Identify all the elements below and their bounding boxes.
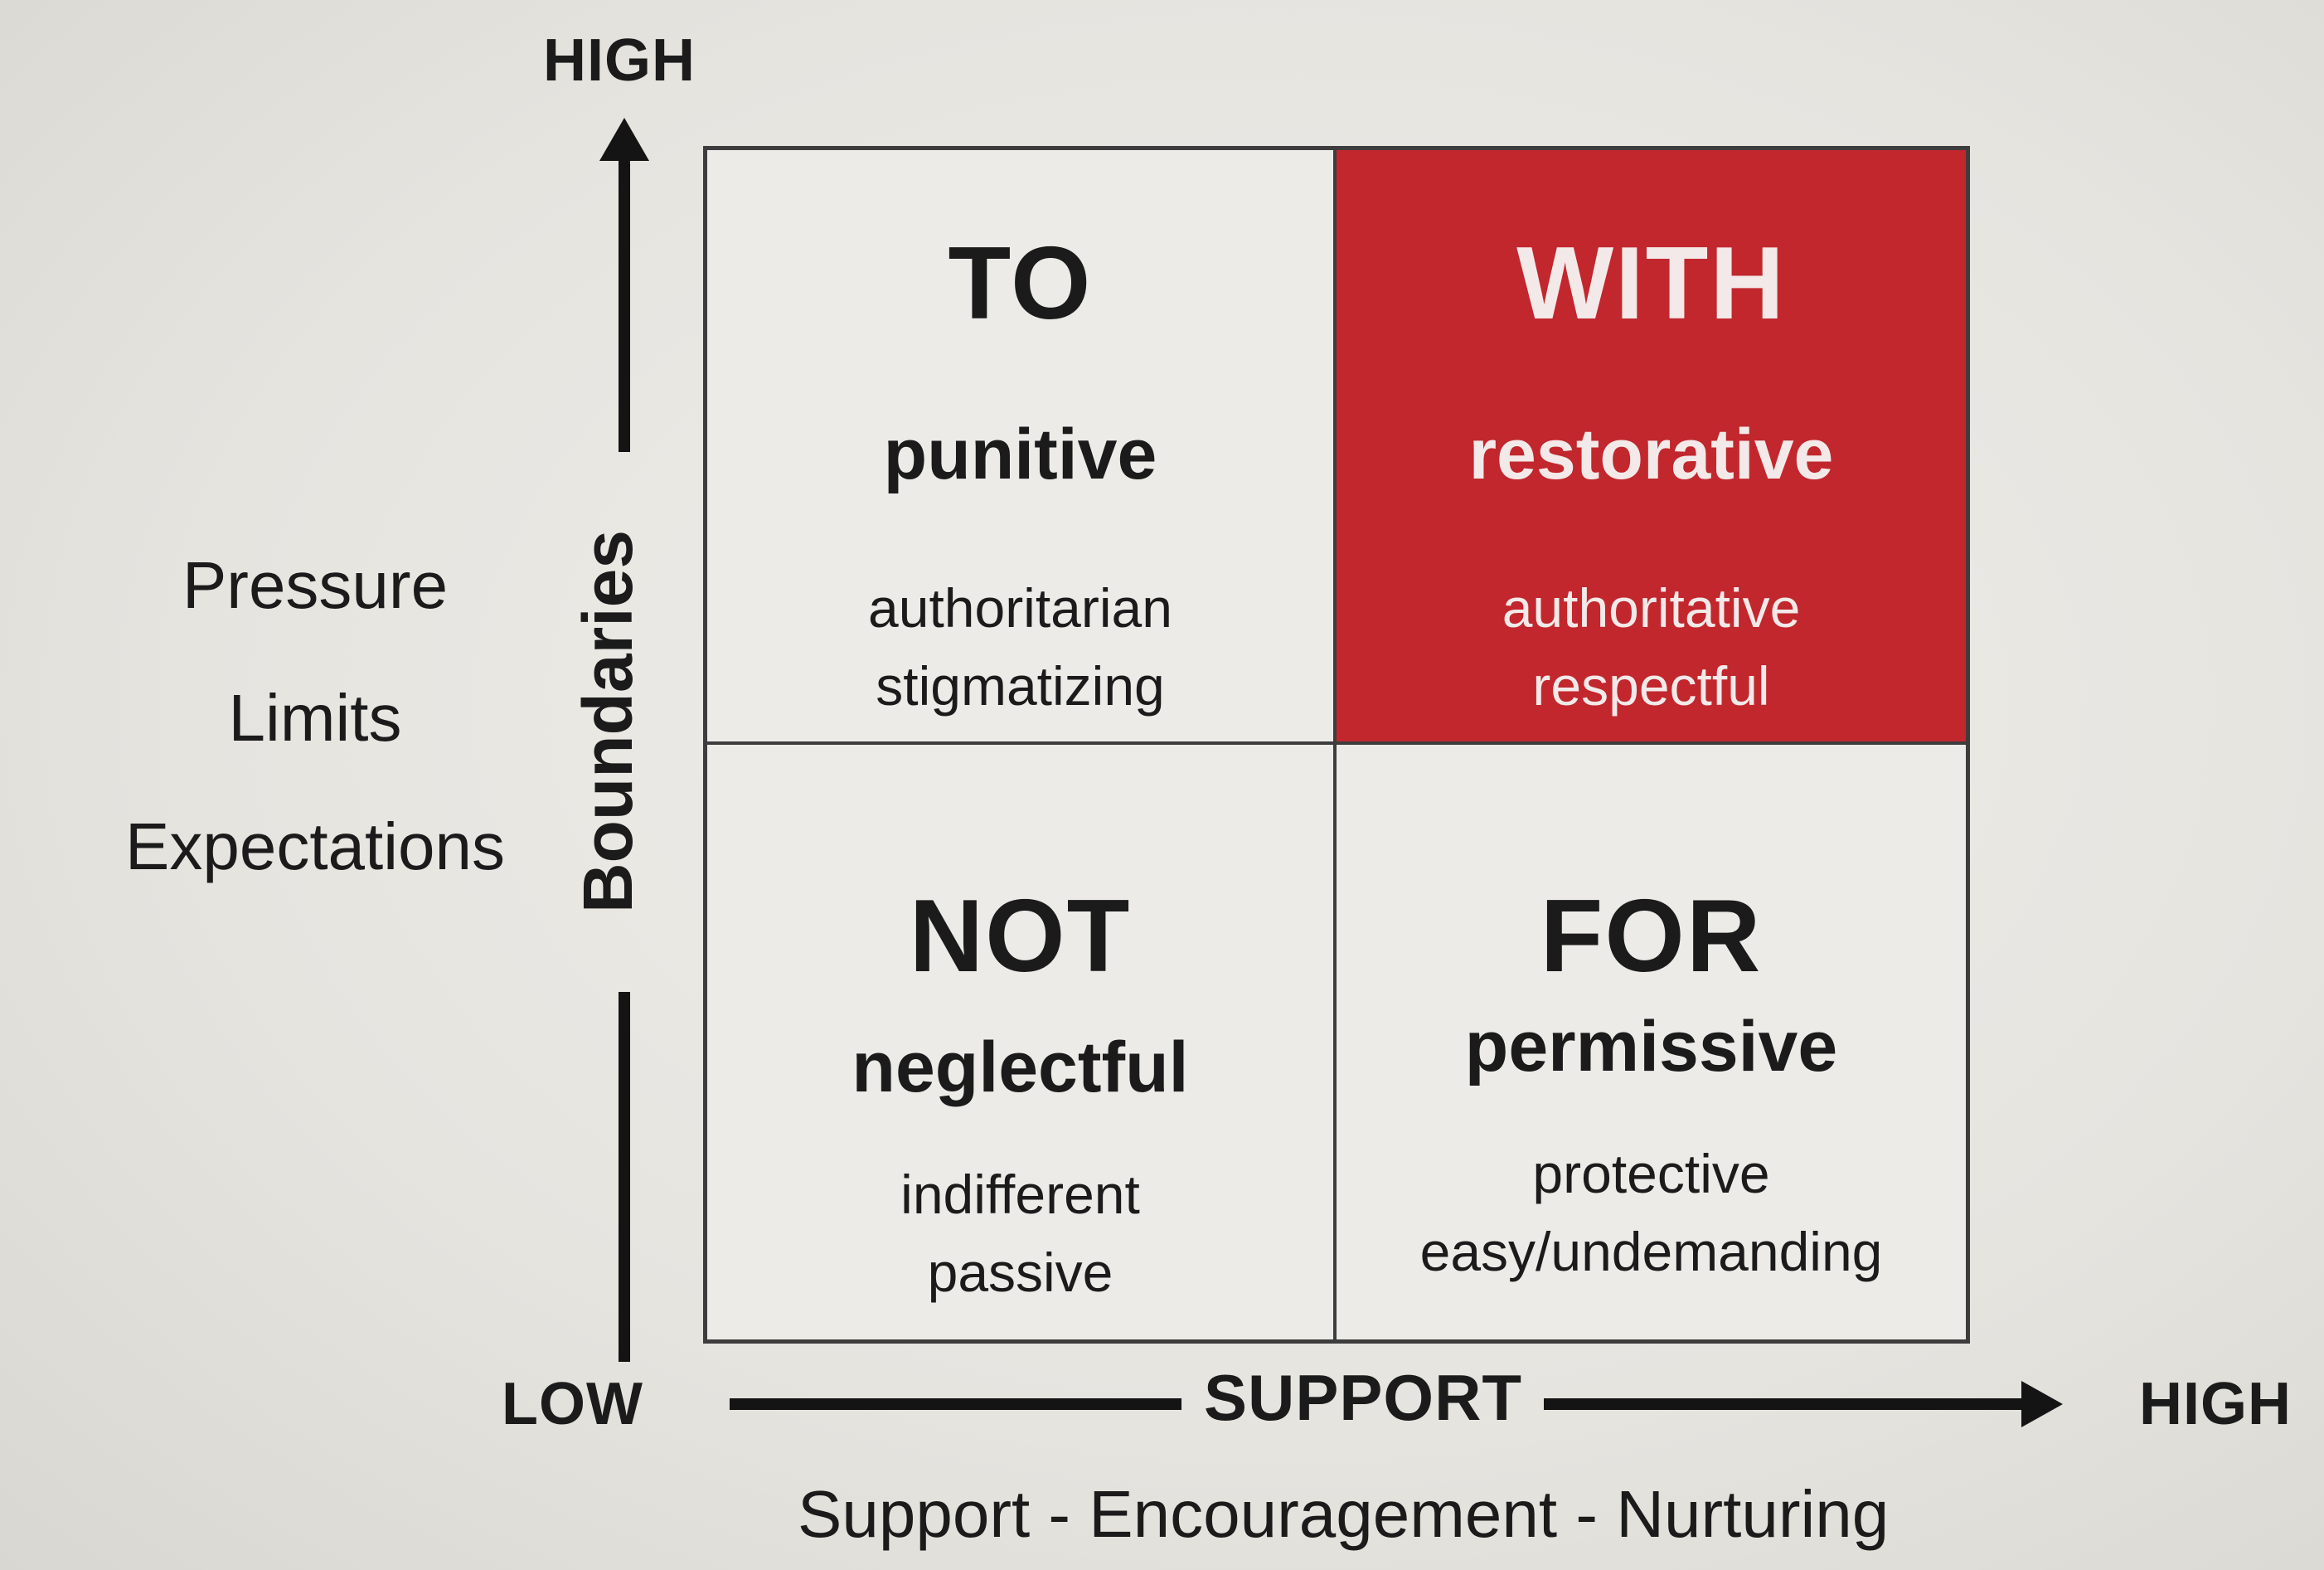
horizontal-axis-arrowhead	[2021, 1381, 2063, 1427]
vertical-axis-line-upper	[619, 158, 630, 452]
vertical-axis-high-label: HIGH	[543, 27, 696, 94]
horizontal-axis-name: SUPPORT	[1204, 1361, 1523, 1434]
quadrant-with: WITH restorative authoritative respectfu…	[1337, 150, 1966, 745]
quadrant-descriptor: authoritative	[1502, 577, 1801, 639]
horizontal-axis-low-label: LOW	[502, 1371, 643, 1437]
quadrant-for: FOR permissive protective easy/undemandi…	[1337, 745, 1966, 1339]
quadrant-to: TO punitive authoritarian stigmatizing	[707, 150, 1337, 745]
quadrant-descriptor: stigmatizing	[876, 655, 1165, 717]
quadrant-heading: WITH	[1516, 226, 1786, 341]
quadrant-descriptor: easy/undemanding	[1419, 1221, 1883, 1282]
quadrant-grid: TO punitive authoritarian stigmatizing W…	[703, 146, 1970, 1344]
quadrant-heading: FOR	[1540, 879, 1763, 994]
quadrant-descriptor: indifferent	[900, 1164, 1140, 1225]
quadrant-type: restorative	[1468, 415, 1834, 494]
quadrant-type: permissive	[1464, 1007, 1838, 1086]
quadrant-descriptors: authoritative respectful	[1337, 569, 1966, 725]
quadrant-heading: TO	[948, 226, 1093, 341]
quadrant-descriptors: protective easy/undemanding	[1337, 1135, 1966, 1291]
horizontal-axis-line-right	[1544, 1398, 2025, 1410]
quadrant-heading: NOT	[909, 879, 1132, 994]
vertical-axis-name: Boundaries	[569, 529, 647, 914]
horizontal-axis-descriptor: Support - Encouragement - Nurturing	[798, 1477, 1890, 1551]
quadrant-type: punitive	[883, 415, 1157, 494]
quadrant-descriptors: indifferent passive	[707, 1155, 1333, 1311]
vertical-descriptor-limits: Limits	[228, 681, 402, 755]
horizontal-axis-line-left	[730, 1398, 1181, 1410]
vertical-descriptor-pressure: Pressure	[182, 548, 449, 622]
quadrant-descriptors: authoritarian stigmatizing	[707, 569, 1333, 725]
vertical-axis-line-lower	[619, 992, 630, 1362]
quadrant-not: NOT neglectful indifferent passive	[707, 745, 1337, 1339]
vertical-axis-arrowhead	[599, 118, 649, 161]
quadrant-descriptor: respectful	[1532, 655, 1770, 717]
horizontal-axis-high-label: HIGH	[2139, 1371, 2292, 1437]
quadrant-descriptor: passive	[927, 1242, 1113, 1303]
quadrant-descriptor: protective	[1532, 1143, 1770, 1204]
vertical-descriptor-expectations: Expectations	[124, 809, 506, 883]
quadrant-descriptor: authoritarian	[868, 577, 1172, 639]
quadrant-type: neglectful	[851, 1028, 1189, 1107]
